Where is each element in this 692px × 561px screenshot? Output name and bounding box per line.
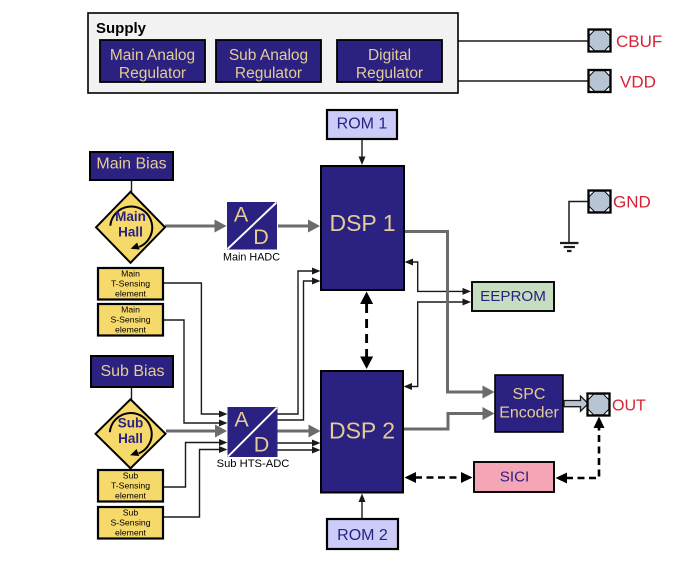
svg-text:Sub: Sub	[123, 471, 139, 481]
svg-text:A: A	[234, 408, 249, 432]
svg-text:D: D	[254, 433, 270, 457]
svg-text:Regulator: Regulator	[235, 65, 302, 82]
svg-text:DSP 2: DSP 2	[329, 418, 395, 444]
svg-text:Sub Analog: Sub Analog	[229, 47, 308, 64]
svg-text:ROM 1: ROM 1	[337, 116, 388, 133]
svg-text:CBUF: CBUF	[616, 32, 662, 51]
svg-text:SICI: SICI	[500, 469, 530, 486]
svg-text:D: D	[253, 225, 269, 249]
svg-text:Main: Main	[121, 269, 140, 279]
svg-text:Hall: Hall	[118, 431, 143, 446]
svg-text:element: element	[115, 527, 146, 537]
svg-text:Sub HTS-ADC: Sub HTS-ADC	[217, 458, 290, 470]
svg-text:OUT: OUT	[612, 398, 646, 415]
svg-text:element: element	[115, 490, 146, 500]
svg-text:A: A	[234, 203, 249, 227]
svg-text:S-Sensing: S-Sensing	[110, 315, 150, 325]
svg-text:Regulator: Regulator	[356, 65, 423, 82]
svg-text:Hall: Hall	[118, 225, 143, 240]
svg-text:Main Analog: Main Analog	[110, 47, 195, 64]
svg-text:Encoder: Encoder	[499, 405, 559, 422]
svg-text:ROM 2: ROM 2	[337, 527, 388, 544]
svg-text:Supply: Supply	[96, 20, 147, 37]
svg-text:S-Sensing: S-Sensing	[110, 518, 150, 528]
svg-text:element: element	[115, 324, 146, 334]
svg-text:Digital: Digital	[368, 47, 411, 64]
svg-text:Main HADC: Main HADC	[223, 252, 280, 264]
svg-text:Main: Main	[121, 305, 140, 315]
svg-text:GND: GND	[613, 193, 651, 212]
svg-text:EEPROM: EEPROM	[480, 288, 546, 305]
svg-text:element: element	[115, 288, 146, 298]
svg-text:T-Sensing: T-Sensing	[111, 481, 150, 491]
svg-text:Main: Main	[115, 209, 146, 224]
svg-text:SPC: SPC	[513, 386, 546, 403]
svg-text:Sub Bias: Sub Bias	[100, 363, 164, 380]
svg-text:Sub: Sub	[123, 508, 139, 518]
svg-text:Main Bias: Main Bias	[96, 156, 166, 173]
svg-text:Regulator: Regulator	[119, 65, 186, 82]
svg-text:T-Sensing: T-Sensing	[111, 279, 150, 289]
svg-text:DSP 1: DSP 1	[329, 210, 395, 236]
svg-text:Sub: Sub	[118, 416, 144, 431]
svg-text:VDD: VDD	[620, 73, 656, 92]
